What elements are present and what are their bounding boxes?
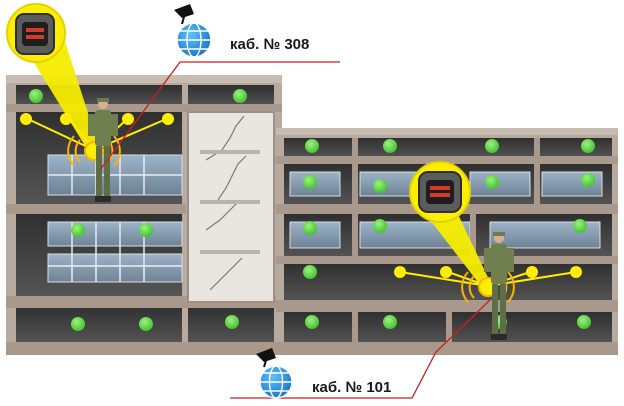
room-label-101: каб. № 101 bbox=[312, 379, 392, 396]
sensor-dot-icon bbox=[485, 139, 499, 153]
sensor-dot-icon bbox=[303, 175, 317, 189]
signal-node bbox=[122, 113, 134, 125]
stairwell bbox=[187, 111, 275, 303]
sensor-dot-icon bbox=[139, 223, 153, 237]
sensor-dot-icon bbox=[71, 223, 85, 237]
sensor-dot-icon bbox=[233, 89, 247, 103]
sensor-dot-icon bbox=[373, 219, 387, 233]
sensor-dot-icon bbox=[577, 315, 591, 329]
callout-beam-bottom bbox=[424, 210, 492, 290]
tracker-callout-bottom bbox=[409, 161, 471, 223]
sensor-dot-icon bbox=[373, 179, 387, 193]
sensor-dot-icon bbox=[303, 221, 317, 235]
sensor-dot-icon bbox=[581, 173, 595, 187]
sensor-dot-icon bbox=[71, 317, 85, 331]
room-label-308: каб. № 308 bbox=[230, 36, 310, 53]
signal-node bbox=[570, 266, 582, 278]
signal-node bbox=[162, 113, 174, 125]
globe-pin-icon bbox=[256, 348, 293, 399]
signal-node bbox=[394, 266, 406, 278]
signal-node bbox=[440, 266, 452, 278]
signal-node bbox=[526, 266, 538, 278]
sensor-dot-icon bbox=[305, 315, 319, 329]
sensor-dot-icon bbox=[383, 139, 397, 153]
sensor-dot-icon bbox=[573, 219, 587, 233]
sensor-dot-icon bbox=[485, 175, 499, 189]
sensor-dot-icon bbox=[303, 265, 317, 279]
sensor-dot-icon bbox=[581, 139, 595, 153]
sensor-dot-icon bbox=[383, 315, 397, 329]
signal-node bbox=[60, 113, 72, 125]
globe-pin-icon bbox=[174, 4, 212, 58]
soldier-icon bbox=[88, 98, 118, 202]
sensor-dot-icon bbox=[305, 139, 319, 153]
sensor-dot-icon bbox=[139, 317, 153, 331]
sensor-dot-icon bbox=[29, 89, 43, 103]
soldier-icon bbox=[484, 232, 514, 340]
signal-node bbox=[20, 113, 32, 125]
leader-lines bbox=[99, 61, 491, 399]
sensor-dots bbox=[29, 89, 595, 331]
sensor-dot-icon bbox=[225, 315, 239, 329]
tracker-callout-top bbox=[6, 3, 66, 63]
